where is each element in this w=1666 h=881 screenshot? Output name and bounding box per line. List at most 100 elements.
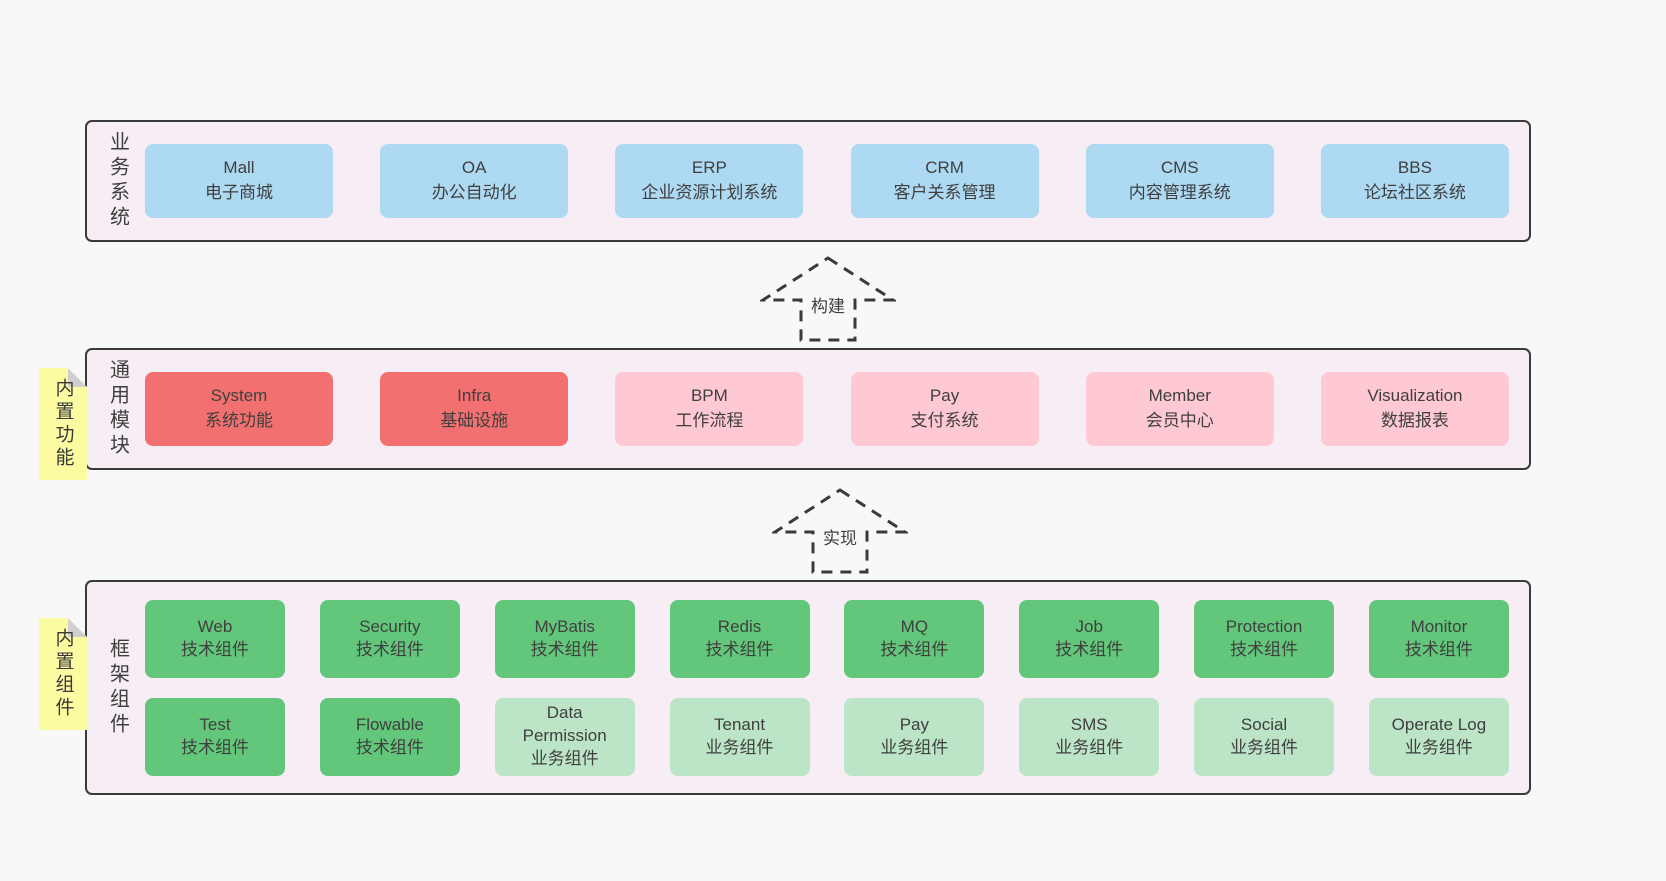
module-box-mall: Mall 电子商城 <box>145 144 333 218</box>
module-box-tenant: Tenant 业务组件 <box>669 697 810 776</box>
module-box-web: Web 技术组件 <box>145 599 285 678</box>
module-box-job: Job 技术组件 <box>1019 599 1160 678</box>
module-subtitle: 技术组件 <box>880 639 949 659</box>
module-subtitle: 办公自动化 <box>431 183 517 202</box>
module-title: Job <box>1075 616 1103 636</box>
module-subtitle: 业务组件 <box>1230 737 1299 757</box>
module-box-bbs: BBS 论坛社区系统 <box>1320 144 1509 218</box>
module-title: System <box>210 386 268 406</box>
module-title: Pay <box>899 714 930 734</box>
module-box-visualization: Visualization 数据报表 <box>1320 372 1509 446</box>
module-subtitle: 支付系统 <box>910 411 979 430</box>
module-subtitle: 会员中心 <box>1145 411 1214 430</box>
module-box-system: System 系统功能 <box>145 372 333 446</box>
module-title: Infra <box>457 386 492 406</box>
arrow-label-build: 构建 <box>807 291 849 318</box>
module-subtitle: 业务组件 <box>1404 737 1473 757</box>
module-subtitle: 客户关系管理 <box>893 183 996 202</box>
module-title: SMS <box>1070 714 1108 734</box>
module-box-pay: Pay 业务组件 <box>844 697 985 776</box>
module-subtitle: 内容管理系统 <box>1128 183 1231 202</box>
module-box-monitor: Monitor 技术组件 <box>1368 599 1509 678</box>
band-label-framework-components: 框架组件 <box>106 637 129 738</box>
dashed-up-arrow-build: 构建 <box>760 255 896 343</box>
sticky-note-common-modules: 内置功能 <box>39 368 87 480</box>
module-subtitle: 技术组件 <box>1230 639 1299 659</box>
module-title: Tenant <box>714 714 766 734</box>
module-title: Visualization <box>1367 386 1463 406</box>
module-box-mq: MQ 技术组件 <box>844 599 985 678</box>
module-box-crm: CRM 客户关系管理 <box>850 144 1039 218</box>
module-title: Operate Log <box>1391 714 1487 734</box>
band-label-business-systems: 业务系统 <box>106 131 129 231</box>
module-subtitle: 业务组件 <box>1055 737 1124 757</box>
module-subtitle: 技术组件 <box>1055 639 1124 659</box>
module-title: OA <box>461 158 487 178</box>
module-subtitle: 数据报表 <box>1380 411 1449 430</box>
module-title: CRM <box>925 158 964 178</box>
sticky-note-label: 内置功能 <box>52 378 74 470</box>
module-subtitle: 业务组件 <box>880 737 949 757</box>
module-subtitle: 技术组件 <box>181 639 249 659</box>
module-subtitle: 技术组件 <box>181 737 249 757</box>
dashed-up-arrow-implement: 实现 <box>772 487 908 575</box>
module-box-redis: Redis 技术组件 <box>669 599 810 678</box>
module-title: MQ <box>900 616 929 636</box>
module-subtitle: 工作流程 <box>675 411 744 430</box>
module-title: CMS <box>1160 158 1199 178</box>
module-title: BBS <box>1397 158 1432 178</box>
module-subtitle: 业务组件 <box>530 748 599 768</box>
module-title: Monitor <box>1410 616 1468 636</box>
module-subtitle: 技术组件 <box>1404 639 1473 659</box>
sticky-note-framework-components: 内置组件 <box>39 618 87 730</box>
module-subtitle: 论坛社区系统 <box>1363 183 1466 202</box>
module-title: Mall <box>223 158 255 178</box>
module-box-protection: Protection 技术组件 <box>1194 599 1335 678</box>
module-title: Test <box>199 714 231 734</box>
module-subtitle: 电子商城 <box>205 183 273 202</box>
module-title: Redis <box>717 616 762 636</box>
module-box-sms: SMS 业务组件 <box>1019 697 1160 776</box>
module-subtitle: 技术组件 <box>705 639 774 659</box>
module-box-member: Member 会员中心 <box>1085 372 1274 446</box>
module-title: Web <box>197 616 233 636</box>
module-box-infra: Infra 基础设施 <box>380 372 569 446</box>
module-title: BPM <box>690 386 728 406</box>
module-box-social: Social 业务组件 <box>1194 697 1335 776</box>
module-subtitle: 企业资源计划系统 <box>641 183 778 202</box>
module-box-cms: CMS 内容管理系统 <box>1085 144 1274 218</box>
module-title: Social <box>1240 714 1288 734</box>
module-subtitle: 业务组件 <box>705 737 774 757</box>
sticky-note-label: 内置组件 <box>52 628 74 720</box>
module-subtitle: 技术组件 <box>355 737 424 757</box>
module-box-bpm: BPM 工作流程 <box>615 372 804 446</box>
module-title: Protection <box>1225 616 1303 636</box>
module-box-test: Test 技术组件 <box>145 697 285 776</box>
module-title: Security <box>359 616 421 636</box>
module-subtitle: 基础设施 <box>440 411 509 430</box>
module-box-oa: OA 办公自动化 <box>380 144 569 218</box>
module-title: Member <box>1148 386 1211 406</box>
module-box-operate-log: Operate Log 业务组件 <box>1368 697 1509 776</box>
arrow-label-implement: 实现 <box>819 523 861 550</box>
module-title: Data Permission <box>522 703 607 746</box>
module-subtitle: 技术组件 <box>530 639 599 659</box>
module-subtitle: 系统功能 <box>205 411 273 430</box>
